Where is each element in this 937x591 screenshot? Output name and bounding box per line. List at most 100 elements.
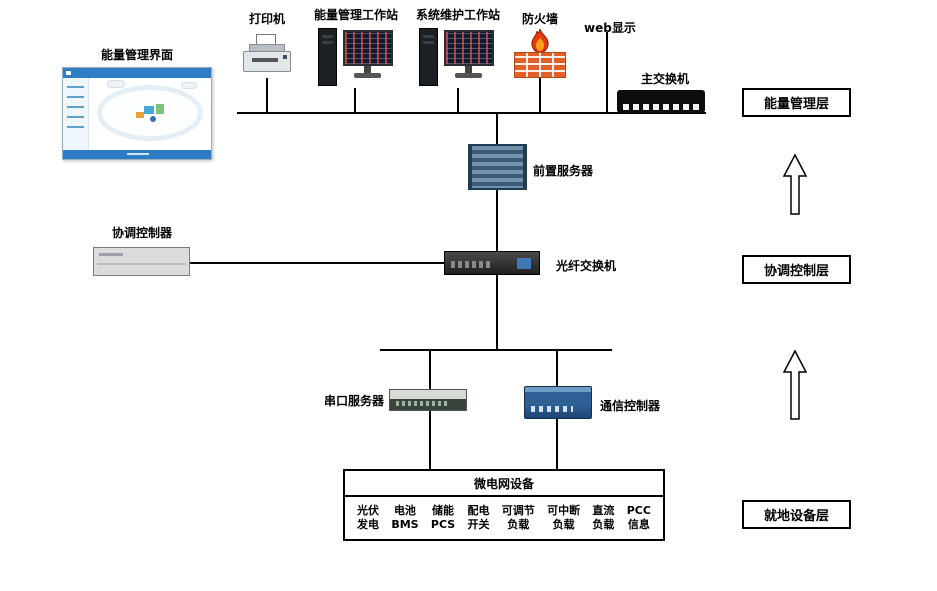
controller-body — [93, 247, 190, 276]
mini-cloud — [107, 80, 125, 88]
microgrid-item: 可中断 负载 — [547, 504, 580, 532]
computer-tower — [419, 28, 438, 86]
switch-port — [693, 104, 699, 110]
front-server-icon — [468, 144, 527, 190]
switch-port — [673, 104, 679, 110]
item-line1: 直流 — [592, 504, 615, 518]
mini-sidebar — [63, 78, 89, 152]
mini-logo — [66, 71, 71, 75]
mini-menu-item — [67, 116, 84, 118]
mini-node — [136, 112, 144, 118]
comm-controller-body — [524, 386, 592, 419]
switch-port — [643, 104, 649, 110]
controller-faceplate-text — [99, 253, 123, 256]
main-switch-label: 主交换机 — [640, 72, 689, 86]
coordination-controller-icon — [93, 247, 190, 276]
fiber-switch-body — [444, 251, 540, 275]
microgrid-item: 配电 开关 — [467, 504, 489, 532]
microgrid-equipment-box: 微电网设备 光伏 发电 电池 BMS 储能 PCS 配电 开关 可调节 负载 — [343, 469, 665, 541]
item-line2: 负载 — [592, 518, 615, 531]
mini-footer-bar — [63, 150, 211, 159]
comm-controller-label: 通信控制器 — [600, 399, 661, 413]
item-line1: 电池 — [393, 504, 416, 518]
ems-workstation-label: 能量管理工作站 — [313, 8, 398, 22]
microgrid-item: 可调节 负载 — [502, 504, 535, 532]
microgrid-item-row: 光伏 发电 电池 BMS 储能 PCS 配电 开关 可调节 负载 可中断 负载 — [345, 497, 663, 539]
monitor-screen — [444, 30, 494, 66]
monitor-base — [354, 73, 381, 78]
item-line2: BMS — [391, 518, 419, 531]
layer-up-arrow-bottom — [782, 349, 808, 420]
switch-ports — [623, 104, 699, 110]
microgrid-item: 光伏 发电 — [357, 504, 379, 532]
switch-body — [617, 90, 705, 113]
microgrid-item: 储能 PCS — [431, 504, 455, 532]
comm-controller-ports — [531, 406, 573, 412]
layer-box-energy-management: 能量管理层 — [742, 88, 851, 117]
brick-wall — [514, 52, 566, 78]
switch-port — [653, 104, 659, 110]
main-switch-icon — [617, 90, 705, 113]
monitor-base — [455, 73, 482, 78]
monitor-stand — [364, 66, 371, 73]
mini-menu-item — [67, 96, 84, 98]
serial-server-label: 串口服务器 — [323, 394, 384, 408]
flame-icon — [531, 28, 549, 54]
printer-button — [283, 55, 287, 59]
microgrid-item: 直流 负载 — [592, 504, 614, 532]
layer-up-arrow-top — [782, 153, 808, 215]
microgrid-item: PCC 信息 — [627, 504, 651, 532]
mini-header-bar — [63, 68, 211, 78]
item-line1: 光伏 — [357, 504, 379, 518]
maintenance-workstation-icon — [419, 24, 495, 88]
firewall-icon — [514, 28, 566, 78]
mini-menu-item — [67, 106, 84, 108]
mini-node — [150, 116, 156, 122]
coordination-controller-label: 协调控制器 — [111, 226, 172, 240]
tower-drive-slot — [322, 35, 333, 38]
item-line1: PCC — [626, 504, 651, 518]
fiber-switch-label: 光纤交换机 — [556, 259, 617, 273]
item-line1: 储能 — [432, 504, 455, 518]
tower-drive-slot — [322, 41, 333, 44]
firewall-label: 防火墙 — [521, 12, 558, 26]
switch-port — [623, 104, 629, 110]
comm-controller-icon — [524, 386, 592, 419]
fiber-switch-ports — [451, 261, 493, 268]
mini-cloud — [181, 82, 197, 89]
item-line2: 发电 — [357, 518, 379, 531]
computer-tower — [318, 28, 337, 86]
serial-server-body — [389, 389, 467, 411]
microgrid-box-title: 微电网设备 — [345, 471, 663, 497]
fiber-switch-icon — [444, 251, 540, 275]
maintenance-workstation-label: 系统维护工作站 — [415, 8, 500, 22]
switch-port — [633, 104, 639, 110]
server-body — [468, 144, 527, 190]
item-line2: 开关 — [467, 518, 490, 531]
item-line1: 可调节 — [501, 504, 535, 518]
ems-interface-screenshot — [62, 67, 212, 160]
ems-screenshot-label: 能量管理界面 — [100, 48, 173, 62]
item-line1: 配电 — [467, 504, 490, 518]
layer-box-local-device: 就地设备层 — [742, 500, 851, 529]
item-line2: 负载 — [552, 518, 575, 531]
microgrid-item: 电池 BMS — [391, 504, 418, 532]
ems-workstation-icon — [318, 24, 394, 88]
front-server-label: 前置服务器 — [533, 164, 594, 178]
mini-node — [144, 106, 154, 114]
mini-menu-item — [67, 86, 84, 88]
item-line2: 信息 — [627, 518, 650, 531]
mini-menu-item — [67, 126, 84, 128]
serial-server-icon — [389, 389, 467, 411]
mini-platform-ellipse — [97, 85, 203, 141]
monitor-stand — [465, 66, 472, 73]
controller-groove — [97, 263, 186, 265]
item-line2: 负载 — [507, 518, 530, 531]
switch-port — [663, 104, 669, 110]
switch-port — [683, 104, 689, 110]
mini-node — [156, 104, 164, 114]
printer-output-slot — [252, 58, 278, 62]
monitor-screen — [343, 30, 393, 66]
